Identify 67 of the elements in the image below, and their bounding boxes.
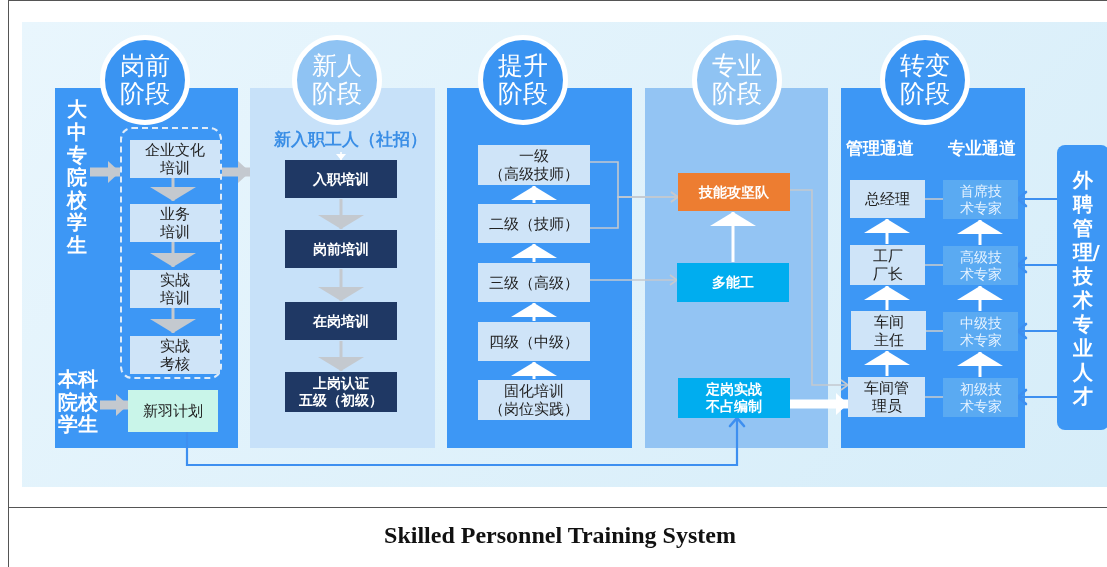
connector-line: [924, 264, 944, 266]
arrow: [185, 416, 746, 467]
chevron-arrow: [150, 177, 196, 201]
connector-line: [924, 198, 944, 200]
position-box: 工厂厂长: [850, 245, 925, 285]
program-box: 新羽计划: [128, 390, 218, 432]
block-arrow: [90, 161, 120, 183]
role-box: 定岗实战不占编制: [678, 378, 790, 418]
connector-line: [925, 330, 944, 332]
group-heading: 新入职工人（社招）: [262, 128, 438, 152]
position-box: 车间管理员: [848, 377, 925, 417]
level-box: 四级（中级）: [478, 322, 590, 361]
chevron-arrow: [957, 286, 1003, 311]
training-box: 在岗培训: [285, 302, 397, 340]
chevron-arrow: [150, 241, 196, 267]
arrow: [1016, 322, 1057, 340]
arrow: [1016, 388, 1057, 406]
team-box: 技能攻坚队: [678, 173, 790, 211]
chevron-arrow: [957, 352, 1003, 377]
column-heading: 管理通道: [846, 138, 914, 160]
arrow: [336, 151, 346, 161]
block-arrow: [790, 393, 848, 415]
level-box: 三级（高级）: [478, 263, 590, 302]
arrow: [1016, 256, 1057, 274]
chevron-arrow: [511, 244, 557, 262]
chevron-arrow: [318, 199, 364, 229]
chevron-arrow: [864, 286, 910, 310]
chevron-arrow: [318, 269, 364, 301]
training-box: 实战考核: [130, 336, 220, 374]
chevron-arrow: [511, 362, 557, 379]
training-box: 业务培训: [130, 204, 220, 242]
role-box: 多能工: [677, 263, 789, 302]
level-box: 一级 （高级技师）: [478, 145, 590, 185]
expert-box: 高级技术专家: [943, 246, 1018, 285]
expert-box: 初级技术专家: [943, 378, 1018, 417]
arrow: [1016, 190, 1057, 208]
chevron-arrow: [511, 303, 557, 321]
block-arrow: [100, 394, 128, 416]
arrow: [589, 191, 679, 229]
arrow: [789, 189, 849, 391]
chevron-arrow: [864, 219, 910, 244]
chevron-arrow: [957, 220, 1003, 245]
chevron-arrow: [318, 341, 364, 371]
training-box: 入职培训: [285, 160, 397, 198]
training-box: 企业文化培训: [130, 140, 220, 178]
block-arrow: [222, 161, 250, 183]
side-label: 大中专院校学生: [64, 95, 90, 260]
level-box: 二级（技师）: [478, 204, 590, 243]
source-box: 外聘管理/技术专业人才: [1057, 145, 1107, 430]
side-label: 本科院校学生: [56, 368, 100, 436]
position-box: 车间主任: [851, 311, 926, 350]
chevron-arrow: [511, 186, 557, 203]
training-box: 实战培训: [130, 270, 220, 308]
expert-box: 首席技术专家: [943, 180, 1018, 219]
chevron-arrow: [864, 351, 910, 376]
training-box: 岗前培训: [285, 230, 397, 268]
arrow: [589, 274, 678, 286]
level-box: 固化培训 （岗位实践）: [478, 380, 590, 420]
connector-line: [924, 396, 944, 398]
chevron-arrow: [710, 212, 756, 262]
position-box: 总经理: [850, 180, 925, 218]
caption: Skilled Personnel Training System: [383, 522, 737, 549]
expert-box: 中级技术专家: [943, 312, 1018, 351]
training-box: 上岗认证 五级（初级）: [285, 372, 397, 412]
dashed-group-box: [120, 127, 222, 379]
chevron-arrow: [150, 307, 196, 333]
column-heading: 专业通道: [948, 138, 1016, 160]
